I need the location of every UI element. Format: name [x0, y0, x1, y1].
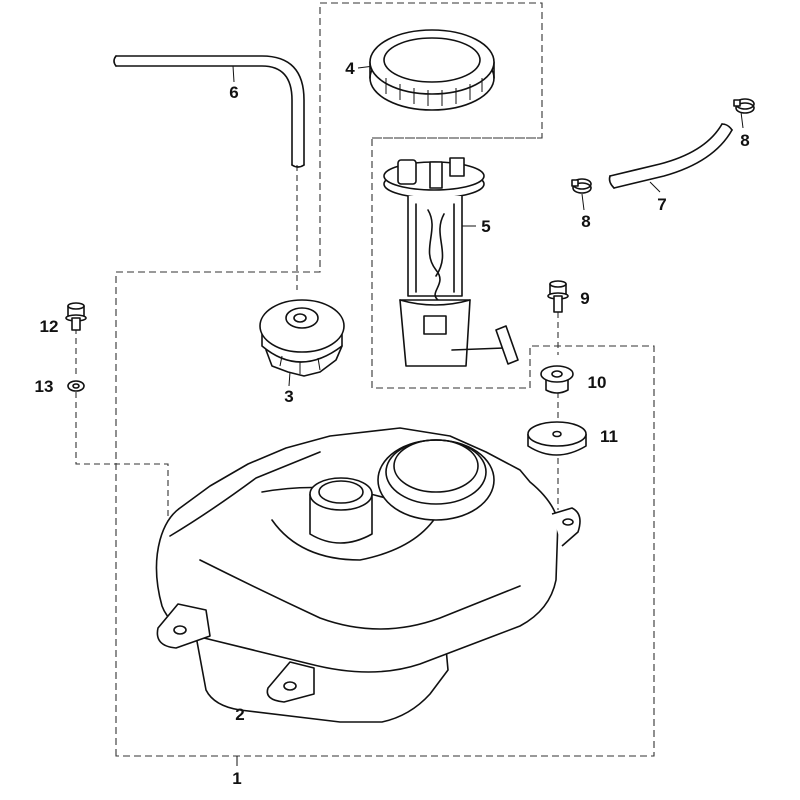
callout-6: 6: [229, 83, 238, 102]
fuel-pump-module: [383, 157, 519, 367]
callout-8b: 8: [581, 212, 590, 231]
breather-hose: [113, 55, 305, 168]
fuel-tank: [155, 427, 581, 723]
callout-10: 10: [588, 373, 607, 392]
leader-line-8b: [581, 193, 585, 211]
callout-5: 5: [481, 217, 490, 236]
collar-10: [540, 365, 574, 394]
fuel-hose: [608, 123, 733, 189]
callout-13: 13: [35, 377, 54, 396]
callout-4: 4: [345, 59, 355, 78]
assembly-group-outline: [115, 2, 655, 757]
leader-line-3: [288, 371, 291, 387]
leader-line-8a: [740, 111, 744, 129]
hose-clip-lower: [571, 178, 592, 194]
bolt-9: [547, 280, 569, 313]
rubber-mount-11: [527, 421, 587, 456]
callout-12: 12: [40, 317, 59, 336]
callout-1: 1: [232, 769, 241, 788]
leader-line-6-label: [232, 65, 235, 83]
leader-line-12-13: [75, 328, 169, 605]
fuel-cap: [259, 299, 345, 377]
callout-9: 9: [580, 289, 589, 308]
lock-ring: [369, 29, 495, 111]
callout-8a: 8: [740, 131, 749, 150]
callout-11: 11: [600, 427, 618, 446]
leader-line-7: [649, 181, 661, 193]
bolt-12: [65, 302, 87, 331]
hose-clip-upper: [733, 98, 755, 114]
washer-13: [67, 380, 85, 392]
callout-2: 2: [235, 705, 244, 724]
callout-3: 3: [284, 387, 293, 406]
callout-7: 7: [657, 195, 666, 214]
